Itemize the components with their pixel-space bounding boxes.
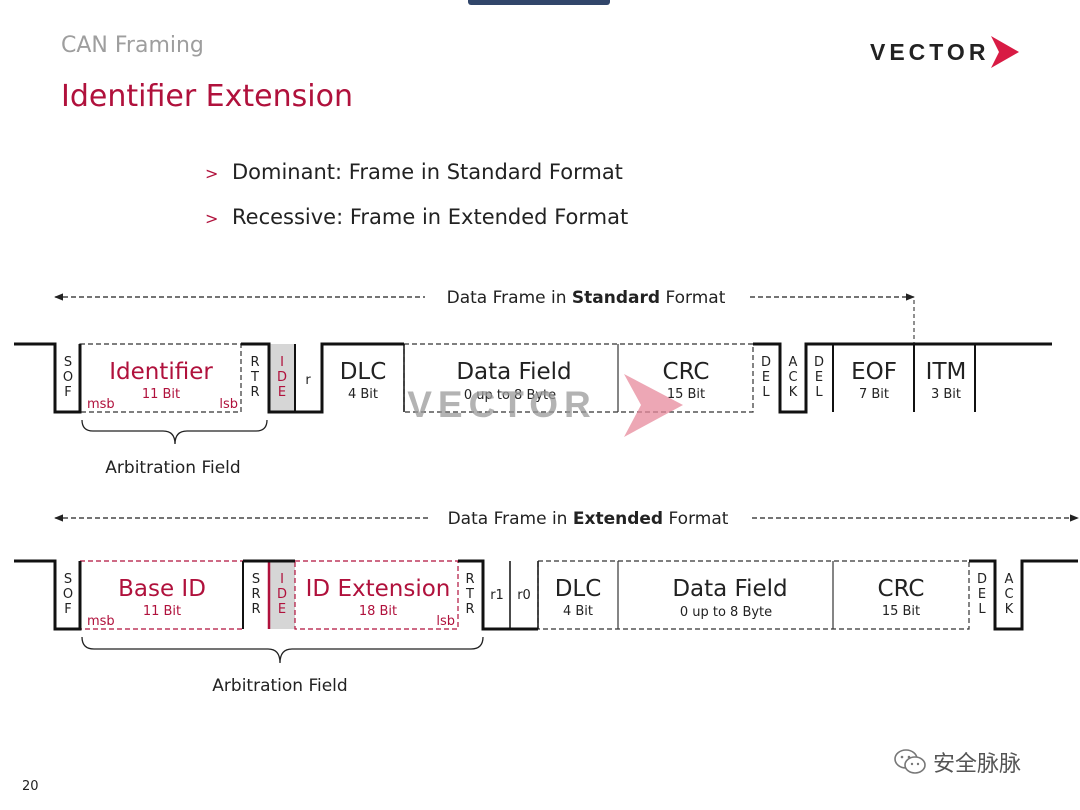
msb-label: msb: [87, 397, 115, 412]
logo-text: VECTOR: [870, 38, 990, 65]
data-field: Data Field: [456, 359, 571, 385]
bullet-item: >Recessive: Frame in Extended Format: [205, 205, 629, 229]
chevron-bullet-icon: >: [205, 164, 219, 183]
dlc-bits: 4 Bit: [563, 604, 593, 619]
crc-field: CRC: [878, 576, 925, 602]
arbitration-field-label: Arbitration Field: [212, 676, 347, 696]
chevron-bullet-icon: >: [205, 209, 219, 228]
wechat-icon: [894, 749, 926, 774]
id-extension-bits: 18 Bit: [359, 604, 397, 619]
crc-bits: 15 Bit: [667, 387, 705, 402]
identifier-field: Identifier: [109, 359, 213, 385]
section-title: CAN Framing: [61, 33, 204, 58]
eof-field: EOF: [851, 359, 897, 385]
vector-logo: VECTOR: [870, 34, 1023, 70]
corner-watermark: 安全脉脉: [893, 746, 1021, 778]
bullet-list: >Dominant: Frame in Standard Format >Rec…: [205, 160, 628, 250]
itm-bits: 3 Bit: [931, 387, 961, 402]
arbitration-brace: [81, 636, 484, 664]
id-extension-field: ID Extension: [306, 576, 451, 602]
ide-bit-fill: [269, 561, 295, 629]
crc-field: CRC: [663, 359, 710, 385]
top-tab-indicator: [468, 0, 610, 5]
dlc-field: DLC: [340, 359, 387, 385]
itm-field: ITM: [926, 359, 967, 385]
data-field: Data Field: [672, 576, 787, 602]
identifier-bits: 11 Bit: [142, 387, 180, 402]
dlc-bits: 4 Bit: [348, 387, 378, 402]
watermark-account-name: 安全脉脉: [933, 752, 1022, 777]
page-number: 20: [22, 779, 39, 794]
watermark-chevron-icon: [624, 374, 683, 437]
arbitration-brace: [81, 419, 268, 445]
data-bits: 0 up to 8 Byte: [464, 388, 556, 403]
vector-watermark: VECTOR: [407, 374, 683, 437]
base-id-field: Base ID: [118, 576, 206, 602]
reserved-bit: r: [305, 373, 311, 388]
base-id-bits: 11 Bit: [143, 604, 181, 619]
watermark-text: VECTOR: [407, 384, 597, 425]
crc-bits: 15 Bit: [882, 604, 920, 619]
logo-chevron-icon: [991, 36, 1020, 68]
standard-frame-label: Data Frame in Standard Format: [447, 288, 726, 308]
data-bits: 0 up to 8 Byte: [680, 605, 772, 620]
reserved-bit-r0: r0: [517, 588, 531, 603]
ide-bit-fill: [269, 344, 295, 412]
extended-frame-label: Data Frame in Extended Format: [448, 509, 729, 529]
bullet-item: >Dominant: Frame in Standard Format: [205, 160, 623, 184]
dlc-field: DLC: [555, 576, 602, 602]
eof-bits: 7 Bit: [859, 387, 889, 402]
page-title: Identifier Extension: [61, 79, 353, 114]
lsb-label: lsb: [219, 397, 238, 412]
arbitration-field-label: Arbitration Field: [105, 458, 240, 478]
lsb-label: lsb: [436, 614, 455, 629]
msb-label: msb: [87, 614, 115, 629]
reserved-bit-r1: r1: [490, 588, 504, 603]
